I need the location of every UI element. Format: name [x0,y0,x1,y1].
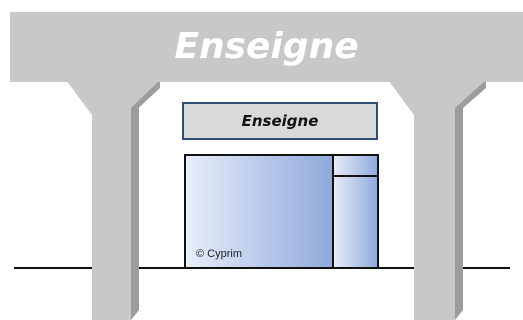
left-pillar-shade [131,102,139,320]
right-pillar [414,115,455,320]
shop-sign: Enseigne [182,102,378,140]
top-beam [10,12,523,82]
shop-door-transom [332,154,379,177]
copyright-label: © Cyprim [196,248,242,260]
shop-window [184,154,334,269]
shop-door [332,175,379,269]
left-pillar [92,115,131,320]
large-sign-text: Enseigne [174,26,359,67]
right-pillar-shade [455,102,463,320]
